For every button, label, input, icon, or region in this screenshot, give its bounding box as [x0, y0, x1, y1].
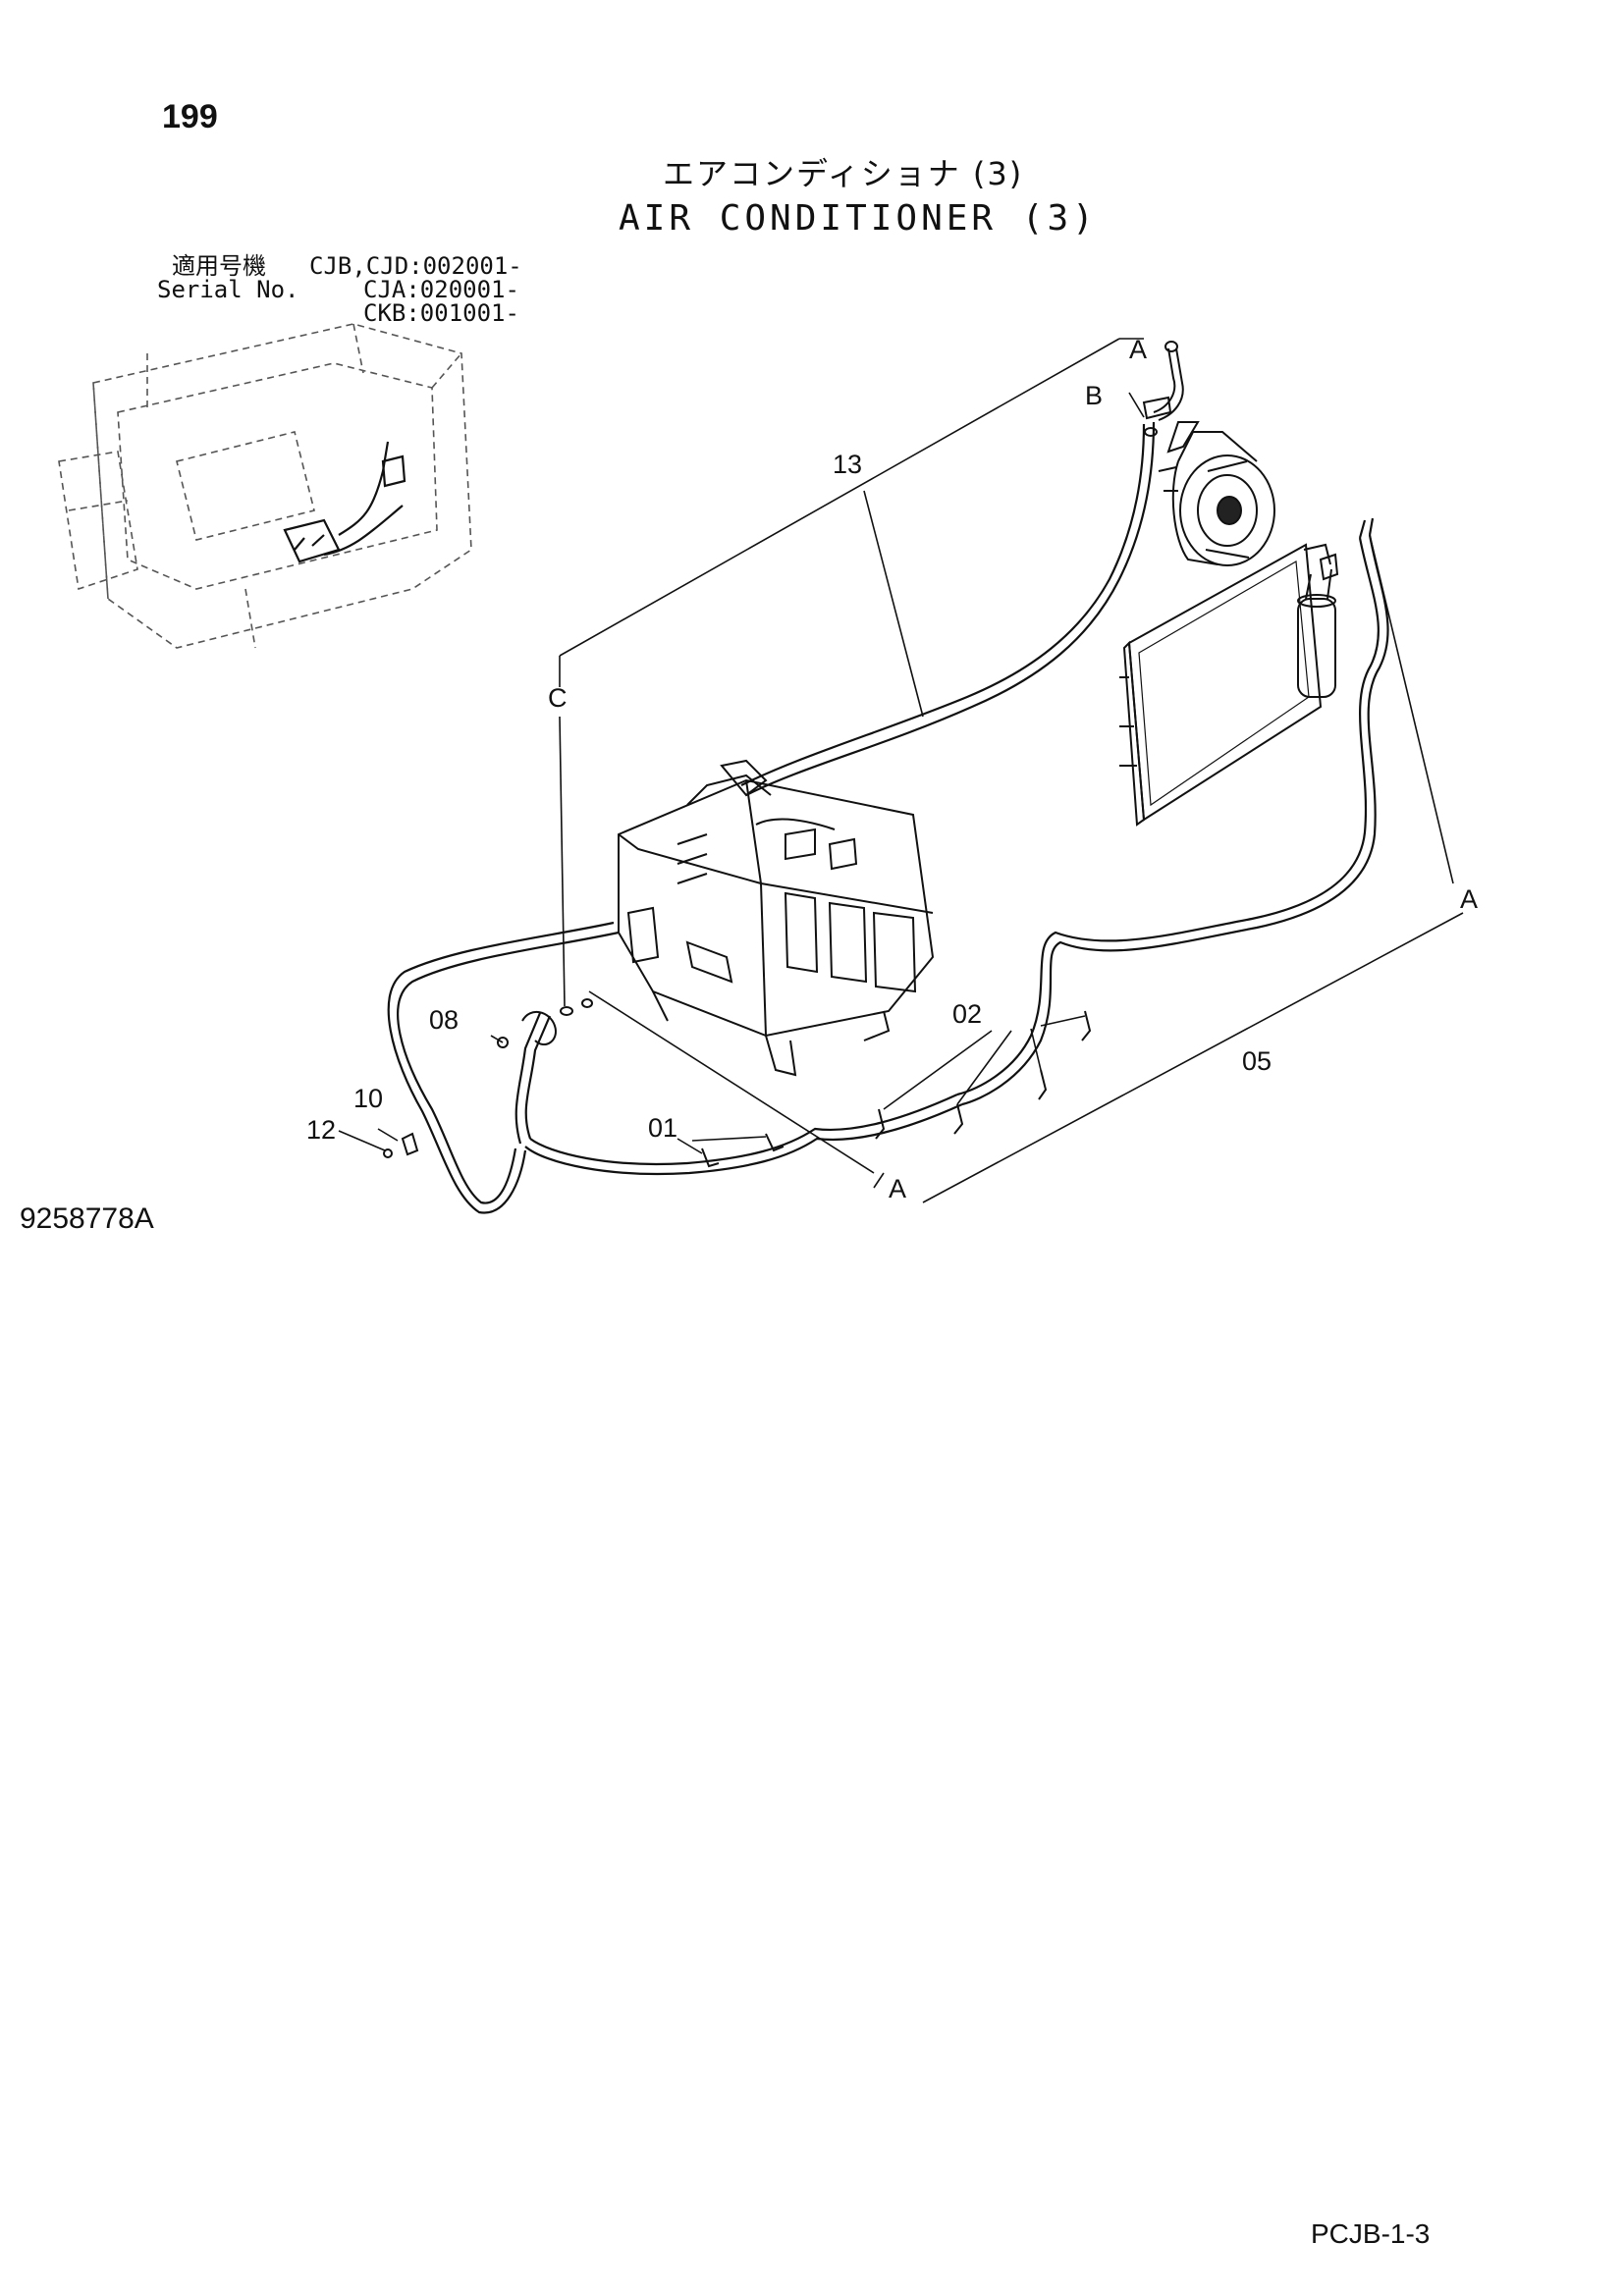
receiver-drier — [1297, 553, 1339, 698]
hose-clamps — [701, 1010, 1092, 1168]
title-japanese: エアコンディショナ (3) — [663, 155, 1024, 192]
hose-lower-loop — [387, 921, 963, 1214]
callout-02: 02 — [952, 999, 982, 1029]
callout-b: B — [1085, 381, 1103, 410]
serial-range-cjb-cjd: CJB,CJD:002001- — [309, 252, 522, 280]
callout-12: 12 — [306, 1115, 336, 1145]
small-fittings — [383, 998, 593, 1158]
callout-a-bottom: A — [889, 1174, 906, 1203]
compressor — [1158, 421, 1275, 566]
page-number: 199 — [162, 98, 218, 135]
serial-label-japanese: 適用号機 — [172, 252, 266, 280]
callout-c: C — [548, 683, 568, 713]
serial-range-ckb: CKB:001001- — [363, 299, 519, 327]
hose-13 — [740, 421, 1156, 796]
hose-05 — [956, 517, 1389, 1106]
reference-lines — [338, 338, 1464, 1203]
cab-location-inset — [58, 323, 472, 649]
callout-a-top: A — [1129, 335, 1147, 364]
callout-05: 05 — [1242, 1046, 1272, 1076]
figure-number: 9258778A — [20, 1202, 154, 1235]
callout-a-right: A — [1460, 884, 1478, 914]
callout-01: 01 — [648, 1113, 677, 1143]
serial-range-cja: CJA:020001- — [363, 276, 519, 303]
callout-08: 08 — [429, 1005, 459, 1035]
compressor-pipe-fitting — [1142, 341, 1184, 437]
page-code: PCJB-1-3 — [1311, 2218, 1431, 2249]
title-english: AIR CONDITIONER (3) — [619, 198, 1098, 239]
serial-label-english: Serial No. — [157, 276, 299, 303]
callout-13: 13 — [833, 450, 862, 479]
inset-highlighted-ac-unit — [283, 441, 406, 563]
callout-10: 10 — [353, 1084, 383, 1113]
hvac-unit — [618, 759, 935, 1077]
